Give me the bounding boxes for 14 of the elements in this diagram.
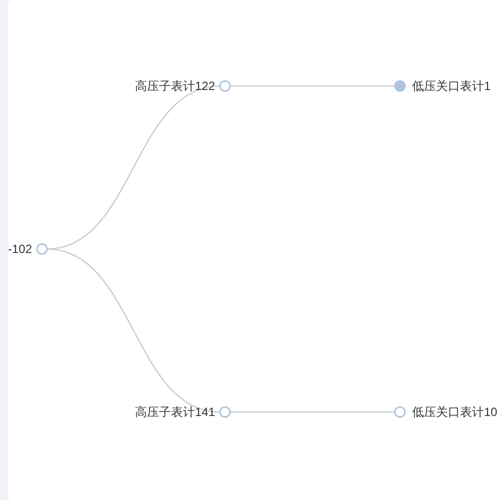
node-label: 高压子表计122 xyxy=(134,78,215,94)
node-circle xyxy=(394,80,406,92)
node-label: 低压关口表计1 xyxy=(412,78,491,94)
connector-line xyxy=(230,411,395,413)
node-circle xyxy=(36,243,48,255)
node-circle xyxy=(219,406,231,418)
node-circle xyxy=(394,406,406,418)
node-label: 低压关口表计10 xyxy=(412,404,498,420)
node-label: -102 xyxy=(8,241,32,257)
connector-line xyxy=(46,248,220,413)
connector-line xyxy=(230,85,395,87)
node-circle xyxy=(219,80,231,92)
connector-line xyxy=(46,85,220,250)
node-label: 高压子表计141 xyxy=(134,404,215,420)
